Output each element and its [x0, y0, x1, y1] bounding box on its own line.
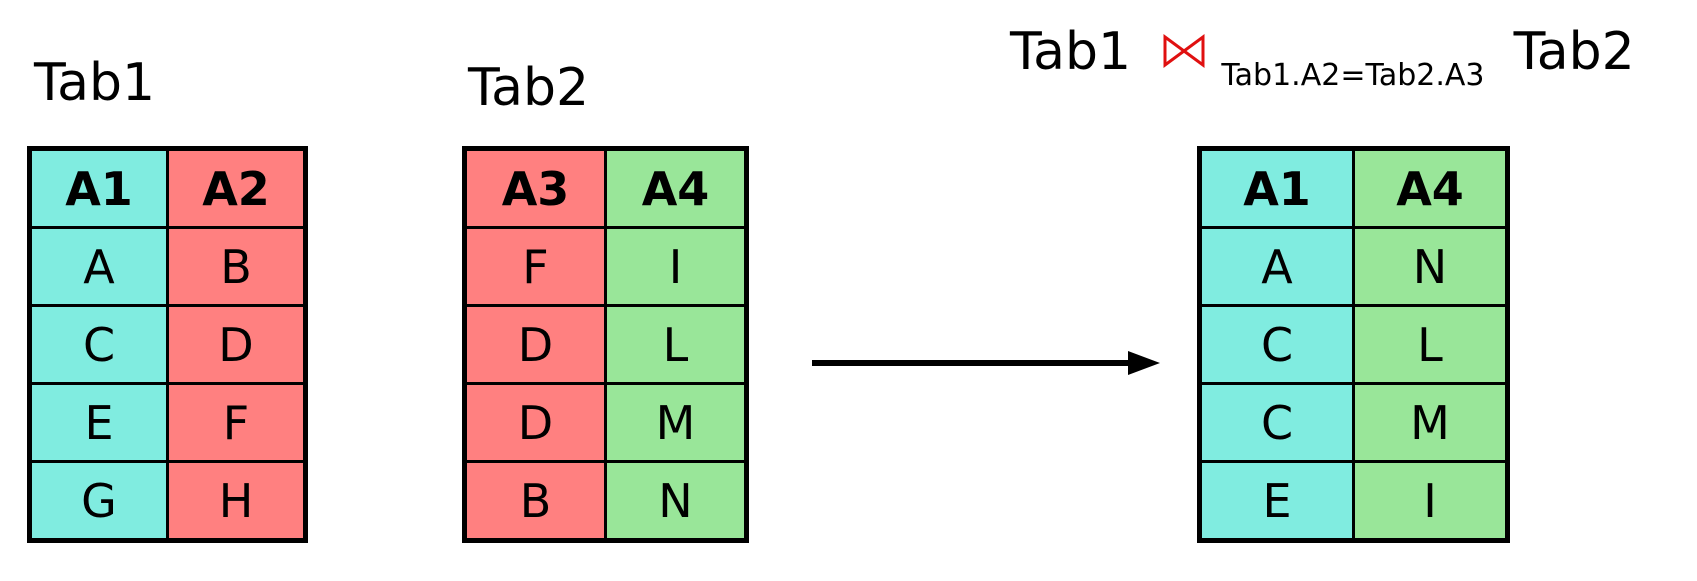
table-cell: F	[166, 382, 307, 463]
column-header: A4	[604, 147, 748, 229]
table-cell: N	[604, 460, 748, 542]
table-cell: L	[604, 304, 748, 385]
column-header: A3	[463, 147, 607, 229]
table-cell: A	[28, 226, 169, 307]
column-header: A1	[28, 147, 169, 229]
table-cell: F	[463, 226, 607, 307]
tab2-title: Tab2	[468, 58, 590, 118]
table-cell: D	[463, 304, 607, 385]
join-bowtie-icon	[1163, 34, 1205, 68]
column-header: A1	[1198, 147, 1355, 229]
table-cell: D	[166, 304, 307, 385]
join-condition: Tab1.A2=Tab2.A3	[1221, 58, 1485, 93]
tab1-title: Tab1	[34, 53, 156, 113]
join-right-operand: Tab2	[1513, 22, 1635, 82]
table-cell: I	[1352, 460, 1509, 542]
table-cell: B	[463, 460, 607, 542]
table-cell: M	[604, 382, 748, 463]
join-expression: Tab1 Tab1.A2=Tab2.A3 Tab2	[1010, 22, 1635, 93]
table-cell: E	[1198, 460, 1355, 542]
right-arrow-icon	[812, 351, 1160, 375]
table-cell: C	[1198, 382, 1355, 463]
table-cell: D	[463, 382, 607, 463]
table-cell: L	[1352, 304, 1509, 385]
table-cell: A	[1198, 226, 1355, 307]
table-cell: B	[166, 226, 307, 307]
table-cell: M	[1352, 382, 1509, 463]
table-cell: C	[1198, 304, 1355, 385]
table-cell: I	[604, 226, 748, 307]
table-cell: C	[28, 304, 169, 385]
column-header: A4	[1352, 147, 1509, 229]
table-cell: E	[28, 382, 169, 463]
join-left-operand: Tab1	[1010, 22, 1132, 82]
table-cell: N	[1352, 226, 1509, 307]
column-header: A2	[166, 147, 307, 229]
table-cell: G	[28, 460, 169, 542]
table-cell: H	[166, 460, 307, 542]
